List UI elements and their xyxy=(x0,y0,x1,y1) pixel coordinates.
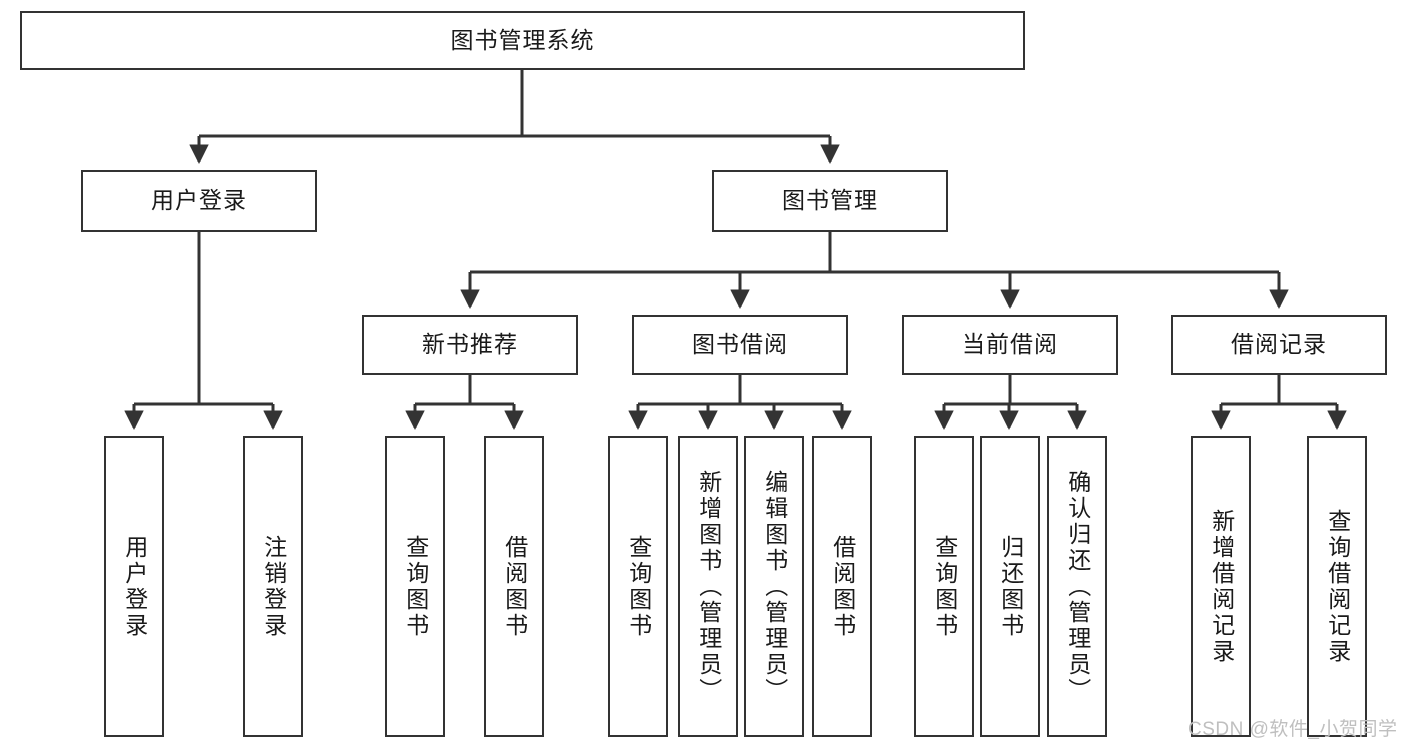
node-leaf-borrow-book-1-label: 借阅图书 xyxy=(501,534,528,639)
node-leaf-query-record[interactable]: 查询借阅记录 xyxy=(1307,436,1367,737)
node-leaf-query-book-3[interactable]: 查询图书 xyxy=(914,436,974,737)
node-new-book-rec[interactable]: 新书推荐 xyxy=(362,315,578,375)
node-leaf-logout-label: 注销登录 xyxy=(260,534,287,639)
node-book-borrow-label: 图书借阅 xyxy=(692,331,788,358)
node-leaf-confirm-return-label: 确认归还（管理员） xyxy=(1064,469,1091,704)
node-user-login[interactable]: 用户登录 xyxy=(81,170,317,232)
node-leaf-query-book-1[interactable]: 查询图书 xyxy=(385,436,445,737)
node-user-login-label: 用户登录 xyxy=(151,187,247,214)
node-leaf-return-book[interactable]: 归还图书 xyxy=(980,436,1040,737)
node-root-label: 图书管理系统 xyxy=(450,26,595,53)
node-leaf-logout[interactable]: 注销登录 xyxy=(243,436,303,737)
node-root[interactable]: 图书管理系统 xyxy=(20,11,1025,70)
node-leaf-edit-book-label: 编辑图书（管理员） xyxy=(761,469,788,704)
node-leaf-query-book-1-label: 查询图书 xyxy=(402,534,429,639)
node-current-borrow[interactable]: 当前借阅 xyxy=(902,315,1118,375)
node-leaf-borrow-book-2-label: 借阅图书 xyxy=(829,534,856,639)
node-leaf-add-record[interactable]: 新增借阅记录 xyxy=(1191,436,1251,737)
node-leaf-query-record-label: 查询借阅记录 xyxy=(1324,508,1351,665)
node-leaf-borrow-book-1[interactable]: 借阅图书 xyxy=(484,436,544,737)
node-leaf-add-record-label: 新增借阅记录 xyxy=(1208,508,1235,665)
node-leaf-return-book-label: 归还图书 xyxy=(997,534,1024,639)
node-leaf-user-login-label: 用户登录 xyxy=(121,534,148,639)
node-leaf-query-book-2-label: 查询图书 xyxy=(625,534,652,639)
node-new-book-rec-label: 新书推荐 xyxy=(422,331,518,358)
node-leaf-confirm-return[interactable]: 确认归还（管理员） xyxy=(1047,436,1107,737)
node-book-borrow[interactable]: 图书借阅 xyxy=(632,315,848,375)
node-leaf-user-login[interactable]: 用户登录 xyxy=(104,436,164,737)
node-borrow-record-label: 借阅记录 xyxy=(1231,331,1327,358)
node-leaf-add-book[interactable]: 新增图书（管理员） xyxy=(678,436,738,737)
node-leaf-query-book-3-label: 查询图书 xyxy=(931,534,958,639)
node-leaf-borrow-book-2[interactable]: 借阅图书 xyxy=(812,436,872,737)
node-book-manage-label: 图书管理 xyxy=(782,187,878,214)
node-leaf-query-book-2[interactable]: 查询图书 xyxy=(608,436,668,737)
node-leaf-add-book-label: 新增图书（管理员） xyxy=(695,469,722,704)
node-leaf-edit-book[interactable]: 编辑图书（管理员） xyxy=(744,436,804,737)
node-borrow-record[interactable]: 借阅记录 xyxy=(1171,315,1387,375)
node-current-borrow-label: 当前借阅 xyxy=(962,331,1058,358)
node-book-manage[interactable]: 图书管理 xyxy=(712,170,948,232)
watermark-text: CSDN @软件_小贺同学 xyxy=(1188,719,1398,740)
